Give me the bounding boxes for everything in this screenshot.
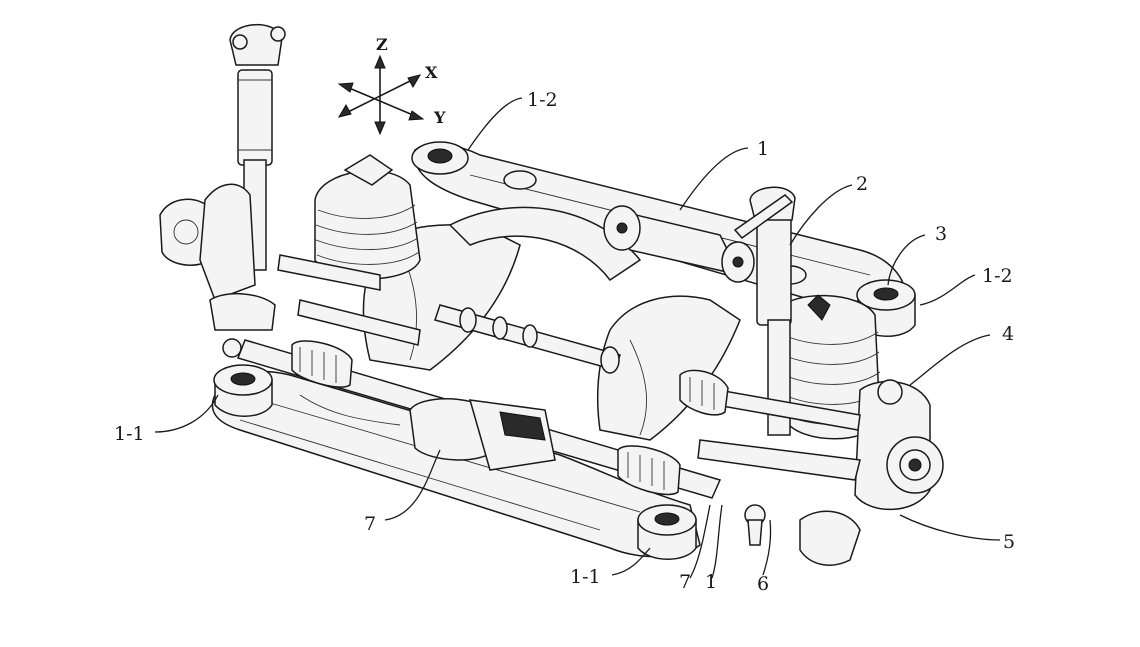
callout-1-2-right: 1-2 [982,265,1013,287]
callout-1-bottom: 1 [705,571,717,593]
axis-y-label: Y [433,108,446,127]
callout-7-left: 7 [364,513,376,535]
callout-1-1-bottom: 1-1 [570,566,601,588]
drive-shaft [434,304,621,374]
callout-1-2-top: 1-2 [527,89,558,111]
callout-1: 1 [757,138,769,160]
bushing-1-1-left [213,364,273,417]
axis-triad [337,54,425,136]
callout-5: 5 [1003,531,1015,553]
callout-7-bottom: 7 [679,571,691,593]
bushing-1-2-top [411,141,469,175]
axis-z-label: Z [376,35,388,54]
left-air-spring [314,154,421,280]
right-knuckle [799,379,944,566]
bushing-1-1-bottom [637,504,697,560]
cross-tube [603,205,755,283]
steering-gear [222,338,766,546]
axis-x-label: X [425,63,438,82]
callout-6: 6 [757,573,769,595]
control-arms [277,254,861,481]
callout-3: 3 [935,223,947,245]
left-knuckle [159,183,276,331]
right-halfshaft-boot [679,369,729,416]
callout-2: 2 [856,173,868,195]
leader-lines [154,97,1001,579]
callout-4: 4 [1002,323,1014,345]
callout-1-1-left: 1-1 [114,423,145,445]
